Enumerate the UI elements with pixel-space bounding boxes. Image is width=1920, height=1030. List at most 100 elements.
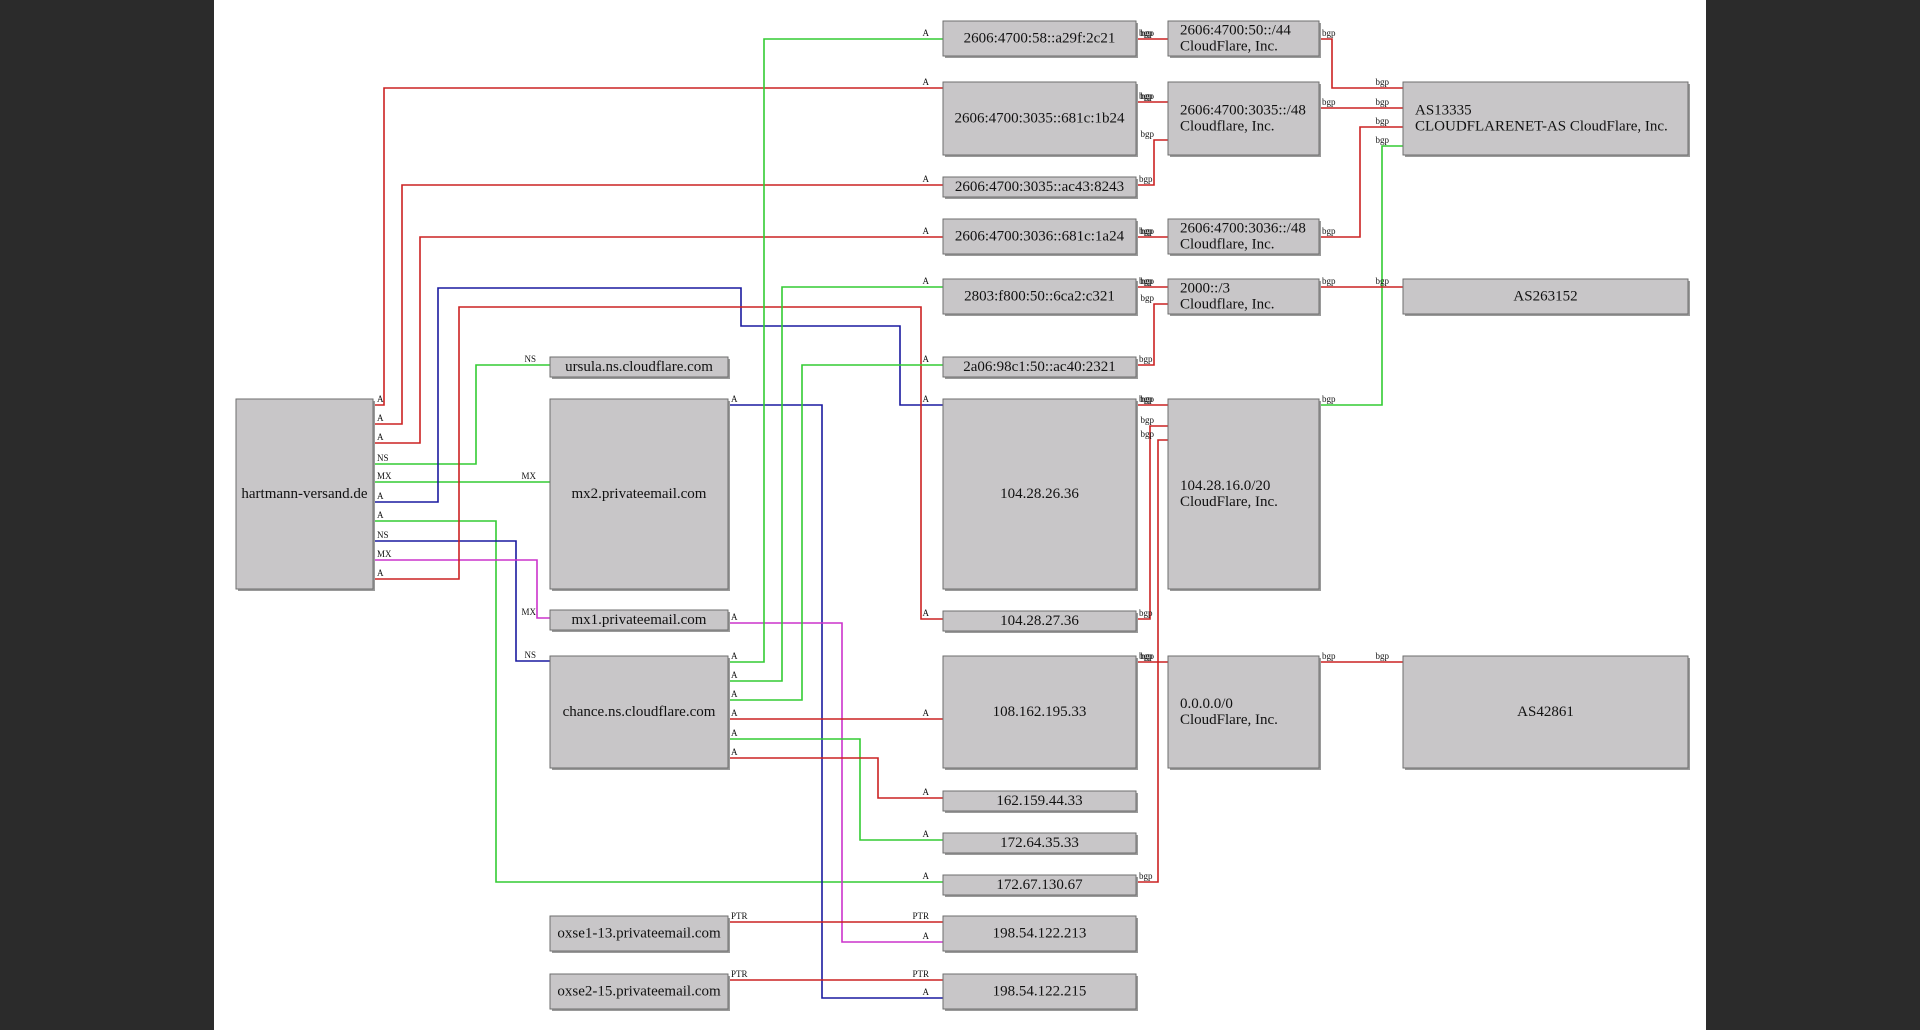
- node-chance[interactable]: chance.ns.cloudflare.com: [549, 655, 730, 770]
- edge-label: A: [377, 510, 384, 520]
- node-box: [942, 655, 1137, 769]
- edge-label: A: [923, 871, 930, 881]
- node-label: 172.64.35.33: [1000, 835, 1079, 851]
- edge-label: NS: [524, 650, 536, 660]
- node-ip6c[interactable]: 2606:4700:3035::ac43:8243: [942, 176, 1138, 199]
- edge-label: NS: [524, 354, 536, 364]
- node-ip6b[interactable]: 2606:4700:3035::681c:1b24: [942, 81, 1138, 157]
- node-mx1[interactable]: mx1.privateemail.com: [549, 609, 730, 632]
- edge-label: PTR: [731, 969, 748, 979]
- node-ip4c[interactable]: 108.162.195.33: [942, 655, 1138, 770]
- node-oxse1[interactable]: oxse1-13.privateemail.com: [549, 915, 730, 953]
- edge-label: MX: [377, 549, 392, 559]
- node-box: [942, 874, 1137, 896]
- node-label: 2606:4700:50::/44: [1180, 23, 1291, 39]
- node-hartmann[interactable]: hartmann-versand.de: [235, 398, 375, 591]
- edge-label: A: [923, 354, 930, 364]
- node-box: [942, 81, 1137, 156]
- edge-label: bgp: [1141, 415, 1155, 425]
- edge-hartmann-ip6b: AA: [374, 77, 943, 406]
- edge-line: [374, 520, 943, 883]
- edge-chance-ip6a: AA: [728, 28, 943, 663]
- edge-ip4f-pfx5: bgp bgp: [1136, 429, 1168, 883]
- node-label: 2606:4700:3036::/48: [1180, 221, 1306, 237]
- node-box: [942, 973, 1137, 1010]
- node-label: 2606:4700:3035::/48: [1180, 103, 1306, 119]
- node-label: 104.28.16.0/20: [1180, 478, 1270, 494]
- node-ip4a[interactable]: 104.28.26.36: [942, 398, 1138, 591]
- node-box: [942, 20, 1137, 57]
- edge-label: bgp: [1139, 276, 1153, 286]
- node-label: chance.ns.cloudflare.com: [563, 704, 716, 720]
- edge-label: bgp: [1141, 429, 1155, 439]
- node-ip6e[interactable]: 2803:f800:50::6ca2:c321: [942, 278, 1138, 316]
- node-as3[interactable]: AS42861: [1402, 655, 1690, 770]
- node-ursula[interactable]: ursula.ns.cloudflare.com: [549, 356, 730, 379]
- edge-ip4b-pfx5: bgp bgp: [1136, 415, 1168, 620]
- edge-label: bgp: [1139, 226, 1153, 236]
- node-label: oxse2-15.privateemail.com: [557, 984, 721, 1000]
- edge-line: [374, 364, 550, 465]
- node-ip4b[interactable]: 104.28.27.36: [942, 610, 1138, 633]
- edge-label: A: [923, 226, 930, 236]
- edge-label: bgp: [1139, 651, 1153, 661]
- node-ip6d[interactable]: 2606:4700:3036::681c:1a24: [942, 218, 1138, 256]
- edge-label: A: [923, 829, 930, 839]
- node-ip6f[interactable]: 2a06:98c1:50::ac40:2321: [942, 356, 1138, 379]
- edge-label: bgp: [1139, 394, 1153, 404]
- node-box: [1167, 398, 1320, 590]
- node-ip4d[interactable]: 162.159.44.33: [942, 790, 1138, 813]
- edge-hartmann-ip4f: AA: [374, 510, 943, 883]
- node-label: mx2.privateemail.com: [572, 486, 707, 502]
- node-oxse2[interactable]: oxse2-15.privateemail.com: [549, 973, 730, 1011]
- edge-line: [728, 622, 943, 943]
- node-label: CLOUDFLARENET-AS CloudFlare, Inc.: [1415, 119, 1668, 135]
- node-ip4e[interactable]: 172.64.35.33: [942, 832, 1138, 855]
- edge-label: MX: [377, 471, 392, 481]
- edge-mx2-ip4h: AA: [728, 394, 943, 999]
- edge-label: bgp: [1376, 77, 1390, 87]
- node-box: [942, 790, 1137, 812]
- node-as2[interactable]: AS263152: [1402, 278, 1690, 316]
- edge-label: A: [731, 728, 738, 738]
- node-box: [942, 218, 1137, 255]
- node-box: [549, 915, 729, 952]
- node-box: [1167, 81, 1320, 156]
- node-box: [549, 356, 729, 378]
- edge-mx1-ip4g: AA: [728, 612, 943, 943]
- edge-label: A: [731, 747, 738, 757]
- node-ip4f[interactable]: 172.67.130.67: [942, 874, 1138, 897]
- node-box: [1167, 278, 1320, 315]
- node-ip6a[interactable]: 2606:4700:58::a29f:2c21: [942, 20, 1138, 58]
- node-box: [942, 398, 1137, 590]
- edge-label: PTR: [731, 911, 748, 921]
- node-label: ursula.ns.cloudflare.com: [565, 359, 713, 375]
- edge-label: bgp: [1139, 871, 1153, 881]
- node-label: 198.54.122.213: [993, 926, 1087, 942]
- edge-line: [728, 38, 943, 663]
- node-ip4g[interactable]: 198.54.122.213: [942, 915, 1138, 953]
- node-mx2[interactable]: mx2.privateemail.com: [549, 398, 730, 591]
- edge-label: A: [731, 394, 738, 404]
- edge-label: bgp: [1141, 129, 1155, 139]
- edge-line: [374, 540, 550, 662]
- node-box: [942, 915, 1137, 952]
- edge-line: [728, 757, 943, 799]
- node-ip4h[interactable]: 198.54.122.215: [942, 973, 1138, 1011]
- node-label: Cloudflare, Inc.: [1180, 237, 1275, 253]
- edge-label: A: [923, 77, 930, 87]
- edge-label: A: [377, 568, 384, 578]
- node-box: [549, 973, 729, 1010]
